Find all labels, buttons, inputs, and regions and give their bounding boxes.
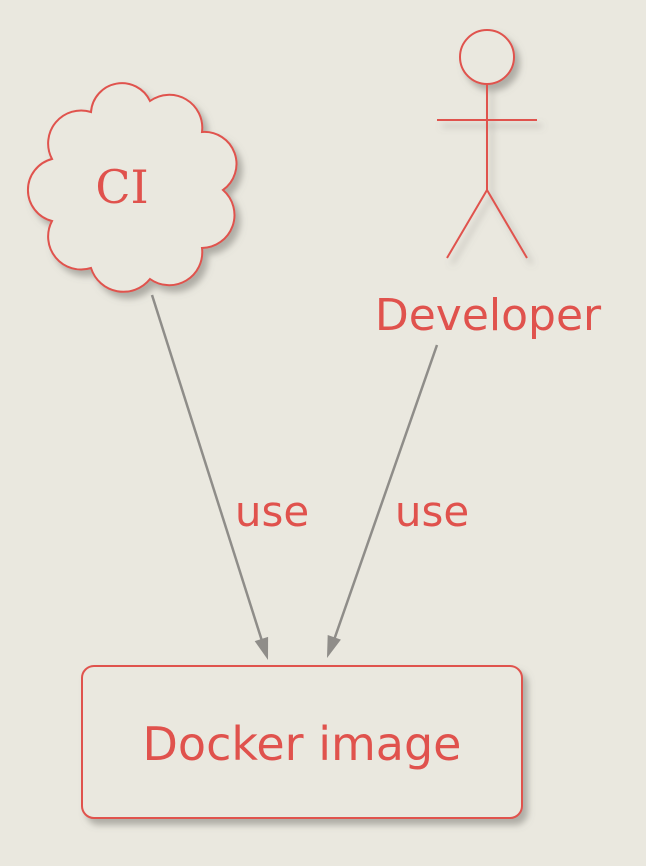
edge-developer-to-docker [327, 344, 439, 658]
ci-cloud-shape [26, 82, 238, 293]
edge-developer-arrowhead-icon [327, 635, 341, 658]
docker-image-label: Docker image [143, 717, 462, 771]
ci-label: CI [95, 160, 148, 214]
edge-developer-line [332, 344, 439, 641]
actor-leg-left [446, 189, 488, 259]
developer-actor [437, 29, 537, 259]
edge-ci-line [150, 294, 264, 642]
edge-ci-use-label: use [235, 487, 309, 536]
edge-ci-arrowhead-icon [254, 636, 269, 660]
developer-label: Developer [375, 290, 602, 341]
edge-developer-use-label: use [395, 487, 469, 536]
actor-leg-right [486, 189, 528, 259]
edge-ci-to-docker [150, 294, 269, 660]
actor-head [459, 29, 515, 85]
docker-image-box [81, 665, 523, 819]
